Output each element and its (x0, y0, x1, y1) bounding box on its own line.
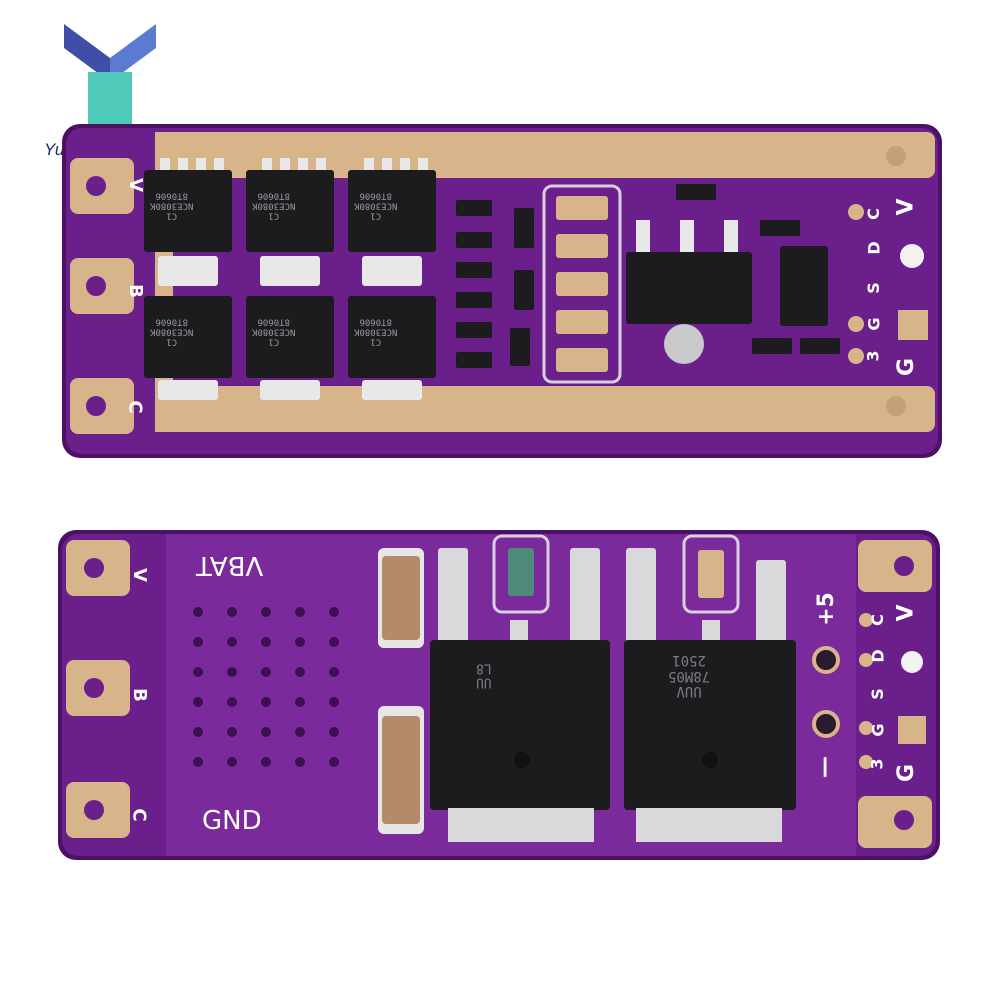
bottom-right-pad-label-c: C (867, 614, 887, 626)
bottom-right-pad-label-v: V (893, 604, 919, 622)
vbat-label: VBAT (196, 550, 264, 580)
bottom-right-pad-label-g2: G (894, 763, 920, 783)
regulator-right-marking: UUV 78M05 2501 (668, 652, 711, 700)
minus-label: — (812, 756, 837, 778)
bottom-left-pad-label-c: C (128, 808, 150, 822)
regulator-left-marking: UU L8 (476, 660, 492, 690)
gnd-label: GND (202, 806, 262, 836)
bottom-left-pad-label-v: V (128, 568, 150, 582)
plus-label: +5 (813, 592, 839, 626)
bottom-right-pad-label-s: S (867, 688, 887, 700)
bottom-right-pad-label-g: G (868, 723, 888, 737)
bottom-left-pad-label-b: B (128, 688, 150, 702)
bottom-right-pad-label-3: 3 (867, 758, 887, 770)
bottom-right-pad-label-d: D (868, 649, 888, 663)
